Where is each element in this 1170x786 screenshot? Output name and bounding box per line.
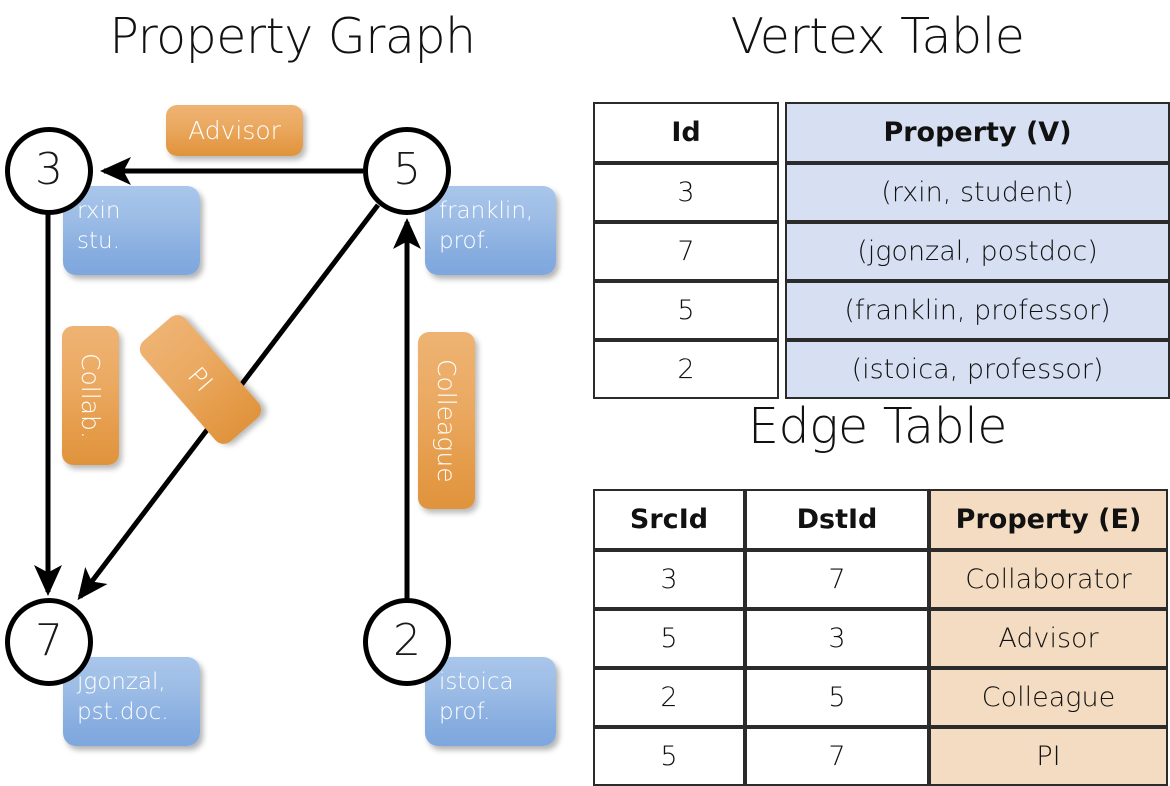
edge-cell-srcid: 5 [593,609,745,668]
vertex-property-box-rxin[interactable]: rxin stu. [63,186,200,275]
edge-cell-srcid: 3 [593,550,745,609]
vertex-table: Id Property (V) 3 (rxin, student) 7 (jgo… [593,102,1170,399]
table-row[interactable]: 2 5 Colleague [593,668,1168,727]
edge-cell-dstid: 3 [745,609,929,668]
vertex-property-line-1: jgonzal, [77,669,166,695]
graph-node-5-label: 5 [393,144,421,195]
edge-label-advisor[interactable]: Advisor [166,105,303,156]
edge-cell-property: PI [929,727,1168,786]
table-row[interactable]: 5 (franklin, professor) [593,281,1170,340]
vertex-cell-id: 7 [593,222,779,281]
vertex-property-line-2: prof. [439,228,491,255]
vertex-property-box-istoica[interactable]: istoica prof. [425,657,556,746]
edge-table-header-row: SrcId DstId Property (E) [593,489,1168,550]
vertex-property-line-1: istoica [439,669,514,695]
graph-node-2-label: 2 [393,615,421,666]
graph-node-7-label: 7 [35,615,63,666]
graph-node-5[interactable]: 5 [363,127,451,215]
vertex-property-box-franklin[interactable]: franklin, prof. [425,186,556,275]
edge-label-pi-text: PI [182,361,219,398]
edge-table-header-dstid: DstId [745,489,929,550]
vertex-property-line-1: franklin, [439,198,534,224]
page-title-vertex-table: Vertex Table [730,8,1025,65]
edge-cell-property: Collaborator [929,550,1168,609]
graph-node-3[interactable]: 3 [5,127,93,215]
edge-table-header-srcid: SrcId [593,489,745,550]
vertex-property-line-2: stu. [77,228,120,255]
table-row[interactable]: 5 7 PI [593,727,1168,786]
edge-cell-dstid: 7 [745,727,929,786]
vertex-cell-property: (istoica, professor) [785,340,1170,399]
edge-table: SrcId DstId Property (E) 3 7 Collaborato… [593,489,1168,786]
page-title-edge-table: Edge Table [748,398,1007,455]
table-row[interactable]: 2 (istoica, professor) [593,340,1170,399]
vertex-table-column-gap [779,163,785,222]
edge-cell-dstid: 7 [745,550,929,609]
vertex-cell-id: 2 [593,340,779,399]
vertex-table-column-gap [779,281,785,340]
vertex-cell-id: 3 [593,163,779,222]
edge-label-advisor-text: Advisor [188,116,281,145]
vertex-table-column-gap [779,222,785,281]
table-row[interactable]: 5 3 Advisor [593,609,1168,668]
table-row[interactable]: 3 7 Collaborator [593,550,1168,609]
page-title-property-graph: Property Graph [109,8,476,65]
edge-cell-dstid: 5 [745,668,929,727]
graph-node-3-label: 3 [35,144,63,195]
edge-label-colleague-text: Colleague [432,358,461,483]
edge-label-collab[interactable]: Collab. [62,326,119,465]
property-graph-diagram: Advisor Collab. PI Colleague rxin stu. f… [0,0,585,760]
edge-cell-srcid: 5 [593,727,745,786]
vertex-property-line-1: rxin [77,198,121,224]
vertex-table-header-id: Id [593,102,779,163]
vertex-cell-id: 5 [593,281,779,340]
vertex-property-box-jgonzal[interactable]: jgonzal, pst.doc. [63,657,200,746]
edge-cell-property: Colleague [929,668,1168,727]
vertex-cell-property: (franklin, professor) [785,281,1170,340]
edge-cell-srcid: 2 [593,668,745,727]
table-row[interactable]: 3 (rxin, student) [593,163,1170,222]
edge-table-header-property: Property (E) [929,489,1168,550]
edge-label-colleague[interactable]: Colleague [418,332,475,509]
vertex-property-line-2: prof. [439,699,491,726]
table-row[interactable]: 7 (jgonzal, postdoc) [593,222,1170,281]
vertex-table-column-gap [779,340,785,399]
vertex-cell-property: (rxin, student) [785,163,1170,222]
edge-cell-property: Advisor [929,609,1168,668]
vertex-cell-property: (jgonzal, postdoc) [785,222,1170,281]
edge-label-collab-text: Collab. [76,352,105,439]
vertex-table-header-property: Property (V) [785,102,1170,163]
vertex-table-column-gap [779,102,785,163]
graph-node-2[interactable]: 2 [363,598,451,686]
vertex-property-line-2: pst.doc. [77,699,169,726]
vertex-table-header-row: Id Property (V) [593,102,1170,163]
graph-node-7[interactable]: 7 [5,598,93,686]
